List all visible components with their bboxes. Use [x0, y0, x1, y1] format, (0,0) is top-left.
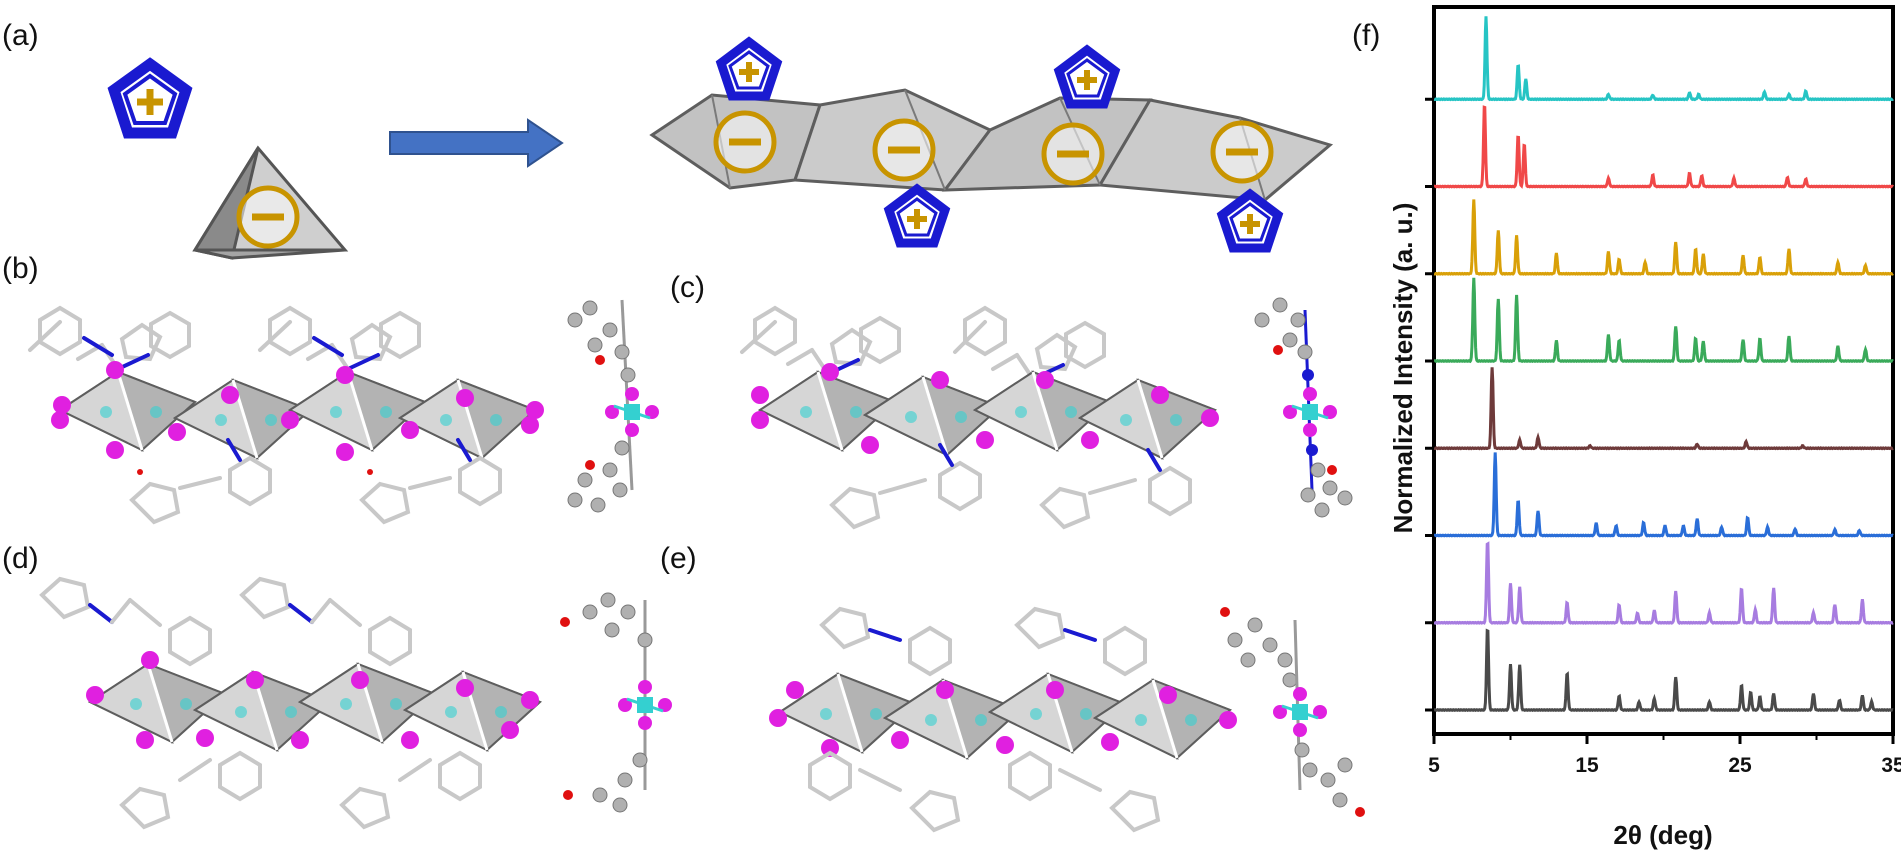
panel-e-structure — [769, 606, 1237, 833]
panel-label-e: (e) — [660, 542, 697, 575]
chain-assembly — [649, 42, 1334, 248]
panel-label-a: (a) — [2, 19, 39, 52]
series-line-6 — [1433, 452, 1894, 538]
panel-d-structure — [39, 576, 542, 830]
arrow-right-icon — [389, 118, 564, 168]
y-ticks — [1425, 97, 1434, 712]
panel-c-structure — [740, 305, 1219, 530]
series-layer — [1433, 16, 1894, 713]
cation-pentagon-icon — [114, 64, 186, 133]
panel-b-structure — [28, 305, 544, 525]
series-line-3 — [1433, 199, 1894, 276]
series-line-5 — [1433, 367, 1894, 451]
x-tick-label-5: 5 — [1428, 754, 1440, 777]
panel-label-b: (b) — [2, 252, 39, 285]
x-tick-label-25: 25 — [1728, 754, 1752, 777]
panel-label-f: (f) — [1352, 19, 1380, 52]
panel-label-c: (c) — [670, 271, 705, 304]
panel-a — [114, 42, 1334, 260]
panel-e-side-view — [1220, 607, 1365, 817]
panel-label-d: (d) — [2, 542, 39, 575]
series-line-1 — [1433, 16, 1894, 102]
anion-tetrahedron-icon — [192, 145, 349, 260]
series-line-7 — [1433, 541, 1894, 625]
panel-c-side-view — [1254, 297, 1353, 518]
panel-b-side-view — [567, 299, 661, 513]
pxrd-chart: 5 15 25 35 2θ (deg) Normalized Intensity (a… — [1388, 5, 1901, 850]
panel-d-side-view — [560, 592, 674, 813]
series-line-2 — [1433, 105, 1894, 189]
x-axis-label: 2θ (deg) — [1613, 820, 1712, 850]
plot-frame — [1432, 5, 1895, 736]
series-line-8 — [1433, 628, 1894, 713]
x-tick-label-15: 15 — [1575, 754, 1599, 777]
y-axis-label: Normalized Intensity (a. u.) — [1388, 203, 1418, 534]
x-ticks: 5 15 25 35 — [1428, 734, 1901, 777]
x-tick-label-35: 35 — [1881, 754, 1901, 777]
series-line-4 — [1433, 277, 1894, 364]
